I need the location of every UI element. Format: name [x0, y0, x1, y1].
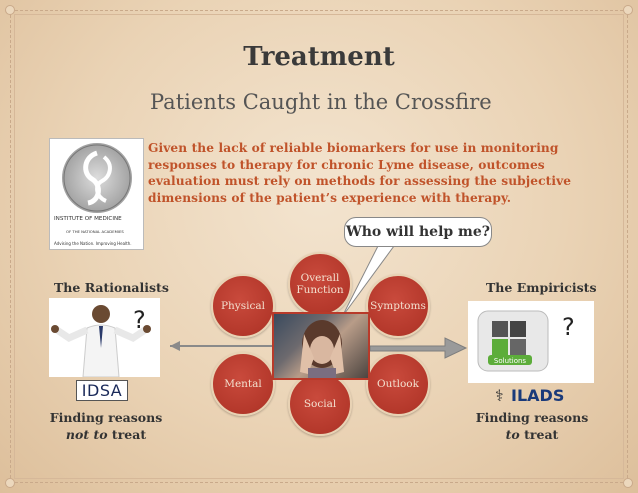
puzzle-solutions-label: Solutions — [494, 357, 527, 365]
question-mark: ? — [133, 306, 146, 334]
reason-line: Finding reasons — [50, 410, 163, 425]
rationalists-reason: Finding reasons not to treat — [46, 409, 166, 443]
empiricists-heading: The Empiricists — [486, 280, 596, 295]
petal-symptoms: Symptoms — [366, 274, 430, 338]
petal-mental: Mental — [211, 352, 275, 416]
petal-label: Social — [304, 398, 336, 410]
idsa-logo: IDSA — [76, 380, 128, 401]
empiricists-reason: Finding reasons to treat — [472, 409, 592, 443]
petal-physical: Physical — [211, 274, 275, 338]
reason-tail: treat — [112, 427, 146, 442]
reason-line: Finding reasons — [476, 410, 589, 425]
petal-label-line: Overall — [301, 272, 340, 284]
caduceus-icon: ⚕ — [495, 386, 511, 405]
ilads-logo-text: ILADS — [511, 386, 564, 405]
petal-label: Symptoms — [370, 300, 426, 312]
doctor-shrugging-photo: ? — [49, 298, 160, 377]
solutions-puzzle-photo: Solutions ? — [468, 301, 594, 383]
question-mark: ? — [562, 313, 575, 341]
petal-label: Outlook — [377, 378, 419, 390]
rationalists-heading: The Rationalists — [54, 280, 169, 295]
petal-label-line: Function — [296, 284, 343, 296]
ilads-logo: ⚕ILADS — [495, 386, 575, 406]
distressed-patient-photo — [272, 312, 370, 380]
reason-emphasis: to — [506, 427, 520, 442]
speech-bubble: Who will help me? — [344, 217, 492, 247]
reason-tail: treat — [524, 427, 558, 442]
petal-label: Physical — [221, 300, 265, 312]
petal-social: Social — [288, 372, 352, 436]
reason-emphasis: not to — [66, 427, 108, 442]
petal-outlook: Outlook — [366, 352, 430, 416]
petal-label: Mental — [224, 378, 262, 390]
